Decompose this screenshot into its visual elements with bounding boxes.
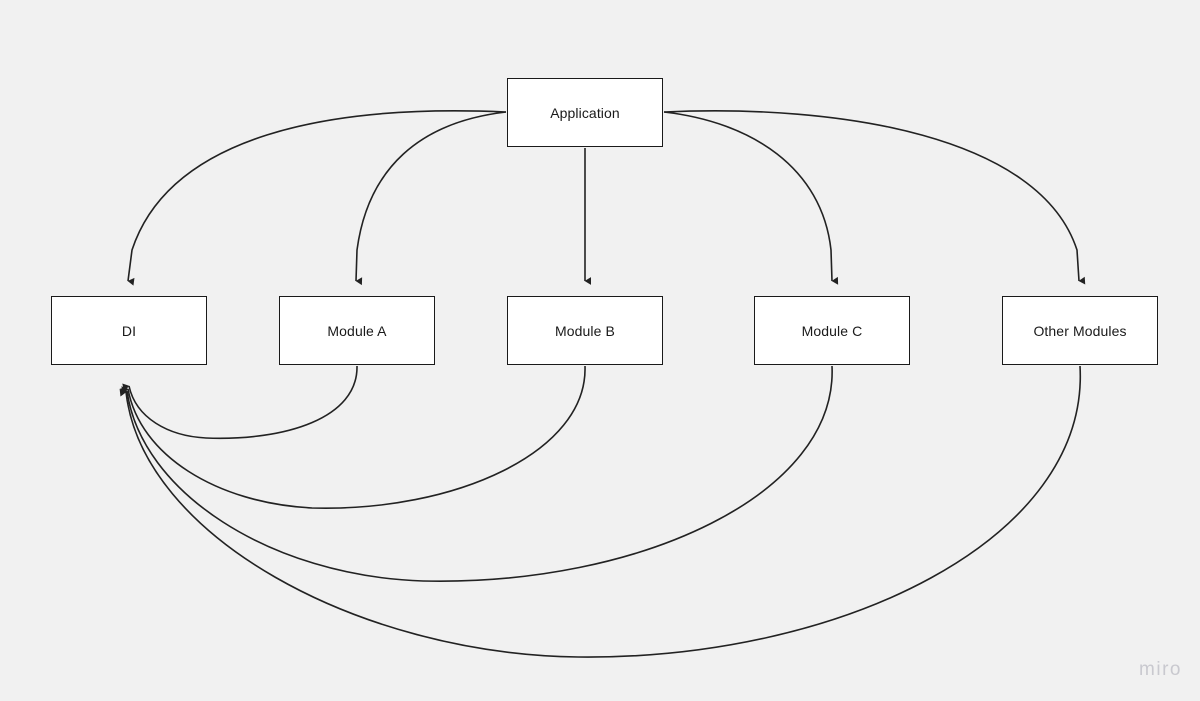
node-application-label: Application xyxy=(550,104,620,121)
edge-module-c-to-di xyxy=(120,365,833,582)
node-di-label: DI xyxy=(121,322,137,339)
node-application[interactable]: Application xyxy=(507,78,663,147)
edge-module-b-to-di xyxy=(121,365,586,509)
node-di[interactable]: DI xyxy=(51,296,207,365)
node-other-modules-label: Other Modules xyxy=(1033,322,1127,339)
node-module-b-label: Module B xyxy=(555,322,615,339)
edge-app-to-other-modules xyxy=(663,110,1086,285)
edge-app-to-module-c xyxy=(663,111,839,285)
node-module-c-label: Module C xyxy=(801,322,863,339)
node-module-b[interactable]: Module B xyxy=(507,296,663,365)
edge-other-modules-to-di xyxy=(119,365,1081,658)
node-module-c[interactable]: Module C xyxy=(754,296,910,365)
node-module-a-label: Module A xyxy=(327,322,387,339)
edge-app-to-module-a xyxy=(355,111,507,286)
edge-module-a-to-di xyxy=(122,365,358,440)
edge-app-to-di xyxy=(127,110,507,286)
node-module-a[interactable]: Module A xyxy=(279,296,435,365)
node-other-modules[interactable]: Other Modules xyxy=(1002,296,1158,365)
miro-watermark: miro xyxy=(1139,659,1182,680)
